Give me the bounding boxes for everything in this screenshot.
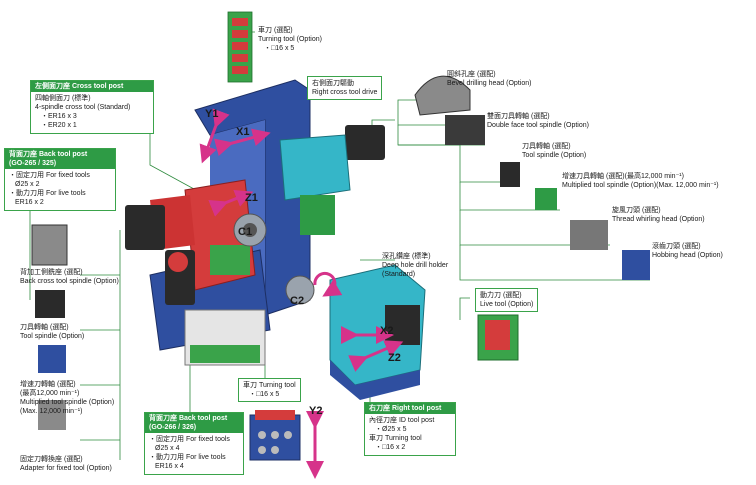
callout-item: ER16 x 4: [155, 463, 184, 470]
center-spindle: [233, 213, 315, 305]
label-tool-spindle-right: 刀具轉軸 (選配) Tool spindle (Option): [522, 142, 586, 160]
callout-header-line: (GO-265 / 325): [9, 160, 57, 167]
axis-label-y2: Y2: [309, 405, 323, 417]
label-en: Adapter for fixed tool (Option): [20, 465, 112, 472]
label-en: Turning tool (Option): [258, 36, 322, 43]
label-zh: 動力刀 (選配): [480, 292, 522, 299]
label-zh: 增速刀轉軸 (選配): [20, 381, 76, 388]
callout-item: ・ER16 x 3: [41, 113, 77, 120]
callout-line: ・固定刀用 For fixed tools: [9, 172, 90, 179]
cyan-right-tool-post: [329, 264, 426, 400]
callout-header: 背面刀座 Back tool post (GO-266 / 326): [145, 413, 243, 433]
label-zh: 滾齒刀頭 (選配): [652, 243, 701, 250]
label-tool-spindle-left: 刀具轉軸 (選配) Tool spindle (Option): [20, 323, 84, 341]
callout-item: ・□16 x 2: [375, 444, 406, 451]
callout-item: Ø25 x 4: [155, 445, 180, 452]
motion-arrows: [199, 108, 404, 479]
label-zh: 旋風刀頭 (選配): [612, 207, 661, 214]
label-zh: 圓斜孔座 (選配): [447, 71, 496, 78]
callout-line: ・動力刀用 For live tools: [149, 454, 226, 461]
label-en: Right cross tool drive: [312, 89, 378, 96]
axis-label-z1: Z1: [245, 192, 258, 204]
label-turning-tool-top: 車刀 (選配) Turning tool (Option) ・□16 x 5: [258, 26, 322, 53]
label-en: Live tool (Option): [480, 301, 534, 308]
label-en: (Standard): [382, 271, 416, 278]
label-zh: 車刀 Turning tool: [243, 382, 296, 389]
label-back-cross-spindle: 背加工側銑座 (選配) Back cross tool spindle (Opt…: [20, 268, 119, 286]
label-thread-whirling: 旋風刀頭 (選配) Thread whirling head (Option): [612, 206, 705, 224]
option-accessories-right: [414, 75, 650, 361]
label-bevel-drilling: 圓斜孔座 (選配) Bevel drilling head (Option): [447, 70, 531, 88]
label-zh: 雙面刀具轉軸 (選配): [487, 113, 550, 120]
label-double-face: 雙面刀具轉軸 (選配) Double face tool spindle (Op…: [487, 112, 589, 130]
label-right-cross-drive: 右側面刀驅動 Right cross tool drive: [307, 76, 383, 100]
label-en: Double face tool spindle (Option): [487, 122, 589, 129]
label-live-tool: 動力刀 (選配) Live tool (Option): [475, 288, 539, 312]
callout-item: ER16 x 2: [15, 199, 44, 206]
label-en: Thread whirling head (Option): [612, 216, 705, 223]
label-en: Multiplied tool spindle (Option): [20, 399, 115, 406]
callout-header: 左側面刀座 Cross tool post: [31, 81, 153, 92]
label-zh: 刀具轉軸 (選配): [522, 143, 571, 150]
turning-tool-block-bottom: [249, 410, 301, 461]
label-hobbing: 滾齒刀頭 (選配) Hobbing head (Option): [652, 242, 723, 260]
callout-line: ・動力刀用 For live tools: [9, 190, 86, 197]
label-zh: 刀具轉軸 (選配): [20, 324, 69, 331]
label-deep-hole: 深孔鑽座 (標準) Deep hole drill holder (Standa…: [382, 252, 448, 279]
callout-line: 車刀 Turning tool: [369, 435, 422, 442]
label-zh: 深孔鑽座 (標準): [382, 253, 431, 260]
option-accessories-left: [31, 224, 68, 430]
label-en: Tool spindle (Option): [522, 152, 587, 159]
axis-label-y1: Y1: [205, 108, 219, 120]
callout-header-line: (GO-266 / 326): [149, 424, 197, 431]
callout-header: 右刀座 Right tool post: [365, 403, 455, 414]
label-zh: 背加工側銑座 (選配): [20, 269, 83, 276]
callout-back-tool-post-265: 背面刀座 Back tool post (GO-265 / 325) ・固定刀用…: [4, 148, 116, 211]
label-zh: (最高12,000 min⁻¹): [20, 390, 80, 397]
callout-item: Ø25 x 2: [15, 181, 40, 188]
axis-label-c1: C1: [238, 226, 253, 238]
label-zh: 增速刀具轉軸 (選配)(最高12,000 min⁻¹): [562, 173, 684, 180]
axis-label-x2: X2: [380, 325, 394, 337]
callout-line: 內徑刀座 ID tool post: [369, 417, 435, 424]
label-multiplied-left: 增速刀轉軸 (選配) (最高12,000 min⁻¹) Multiplied t…: [20, 380, 114, 416]
callout-line: ・固定刀用 For fixed tools: [149, 436, 230, 443]
callout-header-line: 背面刀座 Back tool post: [9, 151, 88, 158]
turning-tool-strip-top: [227, 11, 253, 83]
axis-label-c2: C2: [290, 295, 305, 307]
cyan-cross-drive: [279, 134, 351, 235]
callout-line: 4-spindle cross tool (Standard): [35, 104, 131, 111]
label-en: Multiplied tool spindle (Option)(Max. 12…: [562, 182, 719, 189]
motor-units: [125, 125, 385, 305]
callout-header-line: 背面刀座 Back tool post: [149, 415, 228, 422]
label-multiplied-right: 增速刀具轉軸 (選配)(最高12,000 min⁻¹) Multiplied t…: [562, 172, 719, 190]
label-zh: 右側面刀驅動: [312, 80, 354, 87]
label-zh: 固定刀轉換座 (選配): [20, 456, 83, 463]
label-en: Tool spindle (Option): [20, 333, 85, 340]
label-en: Back cross tool spindle (Option): [20, 278, 119, 285]
label-en: Bevel drilling head (Option): [447, 80, 532, 87]
label-spec: ・□16 x 5: [264, 45, 295, 52]
label-en: Hobbing head (Option): [652, 252, 723, 259]
label-spec: ・□16 x 5: [249, 391, 280, 398]
label-en: (Max. 12,000 min⁻¹): [20, 408, 83, 415]
back-tool-post-bottom: [184, 309, 266, 366]
callout-header: 背面刀座 Back tool post (GO-265 / 325): [5, 149, 115, 169]
callout-item: ・Ø25 x 5: [375, 426, 407, 433]
label-zh: 車刀 (選配): [258, 27, 293, 34]
label-adapter: 固定刀轉換座 (選配) Adapter for fixed tool (Opti…: [20, 455, 112, 473]
callout-item: ・ER20 x 1: [41, 122, 77, 129]
callout-line: 四軸側面刀 (標準): [35, 95, 91, 102]
callout-cross-tool-post: 左側面刀座 Cross tool post 四軸側面刀 (標準) 4-spind…: [30, 80, 154, 134]
label-en: Deep hole drill holder: [382, 262, 449, 269]
axis-label-x1: X1: [236, 126, 250, 138]
callout-right-tool-post: 右刀座 Right tool post 內徑刀座 ID tool post ・Ø…: [364, 402, 456, 456]
callout-back-tool-post-266: 背面刀座 Back tool post (GO-266 / 326) ・固定刀用…: [144, 412, 244, 475]
label-turning-tool-mid: 車刀 Turning tool ・□16 x 5: [238, 378, 301, 402]
axis-label-z2: Z2: [388, 352, 401, 364]
